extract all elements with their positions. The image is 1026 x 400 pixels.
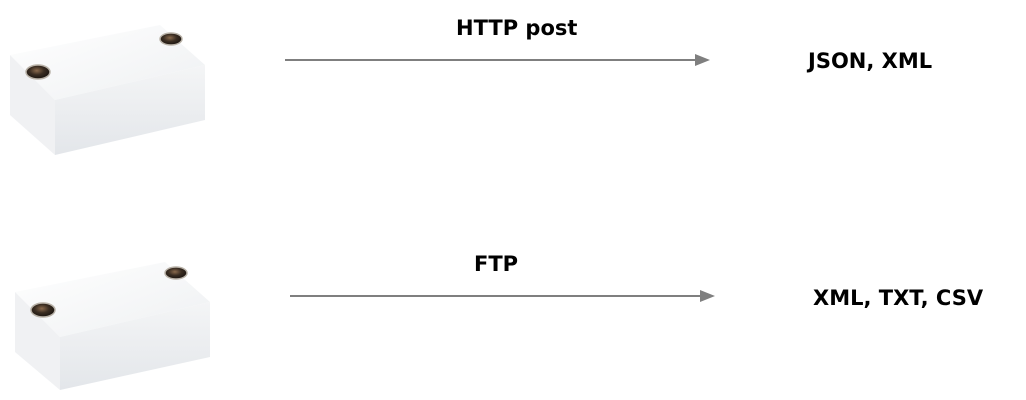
format-label: JSON, XML [808, 49, 933, 73]
right-arrow-icon [285, 53, 710, 67]
protocol-label: HTTP post [456, 16, 578, 40]
format-label: XML, TXT, CSV [813, 286, 984, 310]
sensor-device-icon [0, 20, 220, 180]
flow-row-http: HTTP post JSON, XML [0, 0, 1026, 160]
sensor-device-icon [5, 240, 225, 400]
right-arrow-icon [290, 289, 715, 303]
protocol-label: FTP [474, 252, 519, 276]
flow-row-ftp: FTP XML, TXT, CSV [0, 228, 1026, 390]
